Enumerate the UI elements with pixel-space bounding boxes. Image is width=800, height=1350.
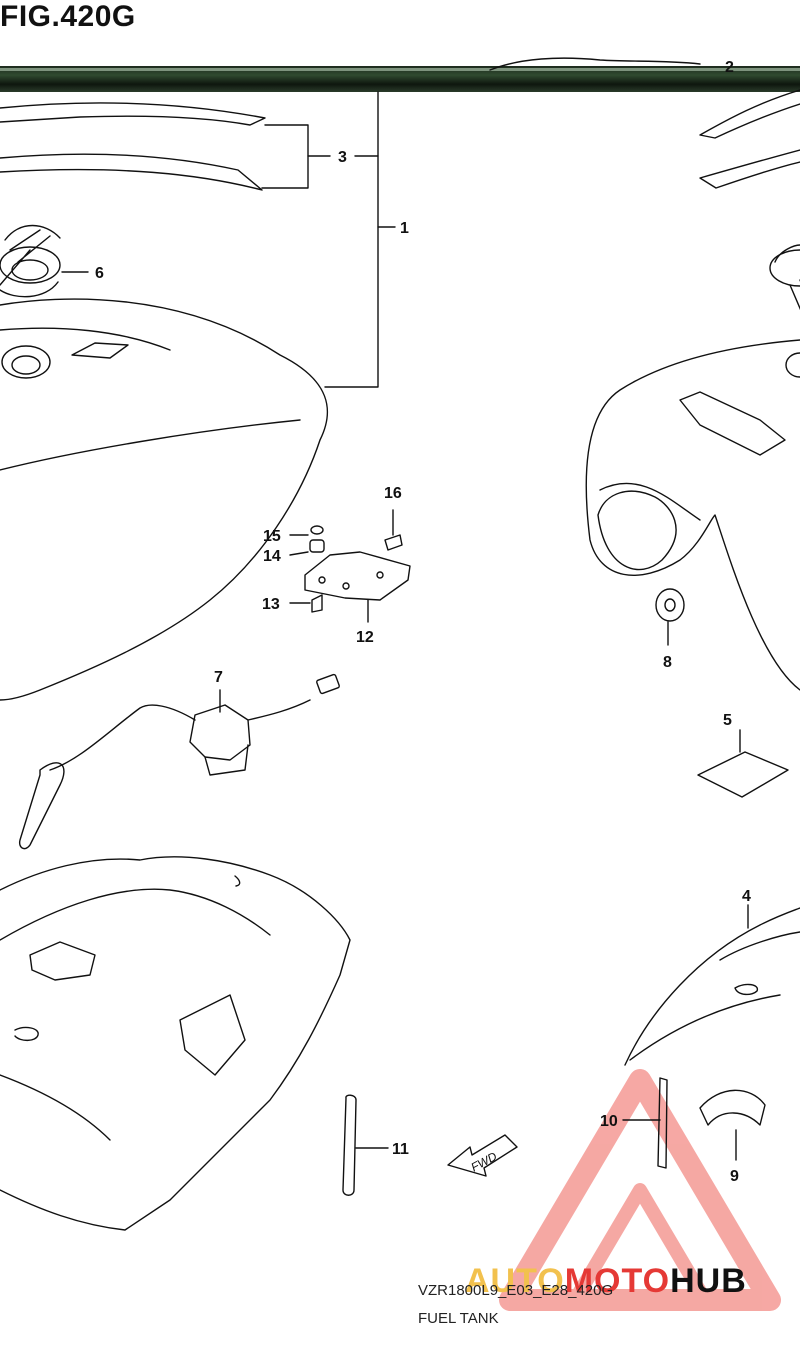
decal-stripe-right-lower (699, 149, 800, 189)
callout-5: 5 (723, 712, 732, 729)
bolt-16 (384, 534, 403, 551)
callout-3: 3 (338, 149, 347, 166)
callout-12: 12 (356, 629, 374, 646)
caption-name: FUEL TANK (418, 1310, 499, 1327)
callout-2: 2 (725, 59, 734, 76)
callout-9: 9 (730, 1168, 739, 1185)
figure-title: FIG.420G (0, 0, 136, 33)
tie-10 (657, 1077, 668, 1169)
leader-14 (289, 551, 309, 556)
screw-13 (311, 594, 323, 613)
fuel-cap-right (769, 244, 800, 311)
fuel-level-sender-7 (18, 673, 340, 850)
tank-bracket (71, 342, 129, 359)
callout-6: 6 (95, 265, 104, 282)
fuel-tank-left-ridge (0, 327, 171, 351)
callout-7: 7 (214, 669, 223, 686)
fuel-tank-right-tunnel (597, 490, 677, 571)
label-5 (697, 751, 789, 798)
watermark-text: AUTOMOTOHUB (465, 1262, 747, 1301)
insulator-pad (0, 856, 351, 1231)
caption-code: VZR1800L9_E03_E28_420G (418, 1282, 614, 1299)
tank-bracket-right (679, 391, 786, 456)
clamp-9 (699, 1089, 766, 1126)
fuel-tank-right-inner (599, 482, 701, 521)
callout-14: 14 (263, 548, 281, 565)
cushion-14 (309, 539, 325, 553)
band-11 (342, 1094, 357, 1196)
callout-13: 13 (262, 596, 280, 613)
washer-15 (310, 525, 324, 535)
top-banner-highlight (0, 68, 800, 71)
decal-stripe-right-upper (699, 89, 800, 139)
watermark-part-auto: AUTO (465, 1262, 565, 1300)
callout-10: 10 (600, 1113, 618, 1130)
callout-1: 1 (400, 220, 409, 237)
grommet-8 (655, 588, 685, 622)
fuel-tank-left (0, 298, 329, 701)
fuel-tank-left-seam (0, 419, 301, 471)
watermark-logo (499, 1069, 781, 1311)
callout-16: 16 (384, 485, 402, 502)
callout-4: 4 (742, 888, 751, 905)
callout-8: 8 (663, 654, 672, 671)
fuel-tank-right (585, 339, 800, 691)
leader-3-bracket (261, 124, 309, 189)
fuel-cap-left (0, 224, 61, 298)
callout-11: 11 (392, 1141, 409, 1158)
callout-15: 15 (263, 528, 281, 545)
bracket-12 (304, 551, 411, 601)
tank-filler-neck (1, 345, 51, 379)
decal-stripe-upper (0, 102, 266, 126)
watermark-part-hub: HUB (670, 1262, 747, 1300)
decal-stripe-lower (0, 153, 263, 191)
leader-1 (324, 91, 379, 388)
shield-4 (624, 907, 800, 1066)
fwd-arrow (447, 1134, 518, 1177)
watermark-part-moto: MOTO (564, 1262, 671, 1300)
emblem-2 (489, 57, 701, 71)
